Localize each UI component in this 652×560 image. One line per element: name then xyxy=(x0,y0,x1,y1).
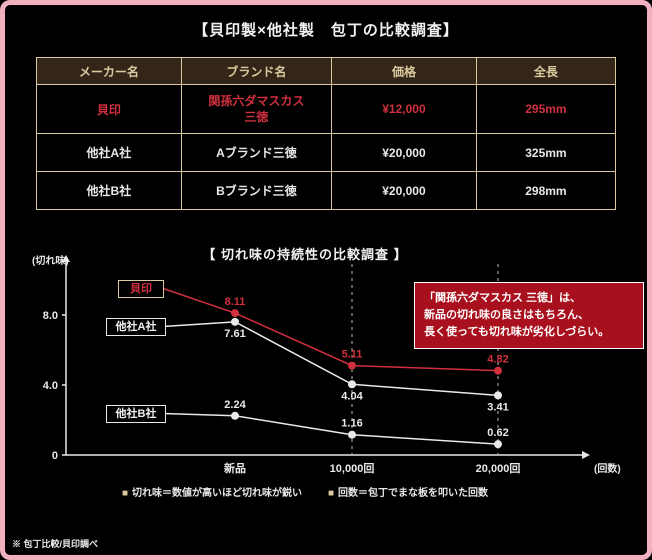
cell-maker: 他社A社 xyxy=(36,133,182,172)
data-point xyxy=(348,380,356,389)
data-label: 5.11 xyxy=(342,349,363,361)
data-label: 2.24 xyxy=(224,399,246,411)
data-point xyxy=(494,440,502,449)
legend-item-count: ■回数＝包丁でまな板を叩いた回数 xyxy=(328,484,488,499)
cell-length: 298mm xyxy=(475,171,617,210)
series-line-0 xyxy=(162,287,499,372)
page-title: 【貝印製×他社製 包丁の比較調査】 xyxy=(193,22,459,39)
data-label: 1.16 xyxy=(341,418,362,430)
table-row-company-a: 他社A社 Aブランド三徳 ¥20,000 325mm xyxy=(36,133,617,172)
callout-line-2: 新品の切れ味の良さはもちろん、 xyxy=(424,309,589,322)
series-label-kai: 貝印 xyxy=(118,280,164,298)
data-point xyxy=(231,317,239,326)
cell-brand: Bブランド三徳 xyxy=(180,171,333,210)
table-row-company-b: 他社B社 Bブランド三徳 ¥20,000 298mm xyxy=(36,171,617,210)
series-line-2 xyxy=(162,412,499,445)
data-label: 0.62 xyxy=(487,427,508,439)
callout-box: 「関孫六ダマスカス 三徳」は、 新品の切れ味の良さはもちろん、 長く使っても切れ… xyxy=(414,282,644,350)
legend-marker: ■ xyxy=(328,488,335,499)
callout-line-3: 長く使っても切れ味が劣化しづらい。 xyxy=(424,326,610,339)
data-point xyxy=(348,361,356,370)
x-axis-label: (回数) xyxy=(594,462,621,475)
cell-price: ¥20,000 xyxy=(331,171,477,210)
legend-text: 回数＝包丁でまな板を叩いた回数 xyxy=(338,488,489,499)
cell-length: 295mm xyxy=(475,84,617,134)
data-label: 4.82 xyxy=(487,354,508,366)
chart-title: 【 切れ味の持続性の比較調査 】 xyxy=(202,247,408,262)
data-point xyxy=(494,366,502,375)
cell-maker: 貝印 xyxy=(36,84,182,134)
cell-length: 325mm xyxy=(475,133,617,172)
cell-price: ¥12,000 xyxy=(331,84,477,134)
data-label: 8.11 xyxy=(225,296,246,308)
y-tick-label: 4.0 xyxy=(43,380,58,392)
cell-price: ¥20,000 xyxy=(331,133,477,172)
y-axis-label: (切れ味) xyxy=(32,256,69,267)
series-label-company-b: 他社B社 xyxy=(106,405,166,423)
col-header-length: 全長 xyxy=(475,57,617,85)
data-point xyxy=(494,391,502,400)
y-tick-label: 8.0 xyxy=(43,310,58,322)
series-label-company-a: 他社A社 xyxy=(106,318,166,336)
legend-text: 切れ味＝数値が高いほど切れ味が鋭い xyxy=(132,488,302,499)
x-tick-label: 20,000回 xyxy=(476,461,521,475)
data-point xyxy=(231,411,239,420)
x-axis-arrow-icon xyxy=(582,451,590,459)
data-label: 3.41 xyxy=(487,401,508,413)
cell-brand: 関孫六ダマスカス 三徳 xyxy=(180,84,333,134)
table-row-kai: 貝印 関孫六ダマスカス 三徳 ¥12,000 295mm xyxy=(36,84,617,134)
data-point xyxy=(231,309,239,318)
legend-item-sharpness: ■ 切れ味＝数値が高いほど切れ味が鋭い xyxy=(122,484,302,499)
legend-marker: ■ xyxy=(121,488,128,499)
col-header-brand: ブランド名 xyxy=(180,57,333,85)
y-axis-arrow-icon xyxy=(62,255,70,262)
x-tick-label: 新品 xyxy=(224,461,246,475)
callout-line-1: 「関孫六ダマスカス 三徳」は、 xyxy=(424,292,582,304)
table-header-row: メーカー名 ブランド名 価格 全長 xyxy=(36,57,617,85)
chart-legend: ■切れ味＝数値が高いほど切れ味が鋭い ■回数＝包丁でまな板を叩いた回数 xyxy=(5,484,605,499)
cell-maker: 他社B社 xyxy=(36,171,182,210)
sharpness-line-chart: 0 4.0 8.0 新品 10,000回 20,000回 (回数) 8.11 5.11 4.82 7… xyxy=(43,255,621,475)
data-label: 4.04 xyxy=(341,390,363,402)
footnote: ※ 包丁比較/貝印調べ xyxy=(12,539,99,549)
cell-brand: Aブランド三徳 xyxy=(180,133,333,172)
x-tick-label: 10,000回 xyxy=(330,461,375,475)
col-header-price: 価格 xyxy=(331,57,477,85)
comparison-table: メーカー名 ブランド名 価格 全長 貝印 関孫六ダマスカス 三徳 ¥12,000… xyxy=(36,57,617,210)
col-header-maker: メーカー名 xyxy=(36,57,182,85)
data-point xyxy=(348,430,356,439)
series-line-1 xyxy=(162,321,499,397)
y-tick-label: 0 xyxy=(52,450,58,462)
data-label: 7.61 xyxy=(224,328,245,340)
